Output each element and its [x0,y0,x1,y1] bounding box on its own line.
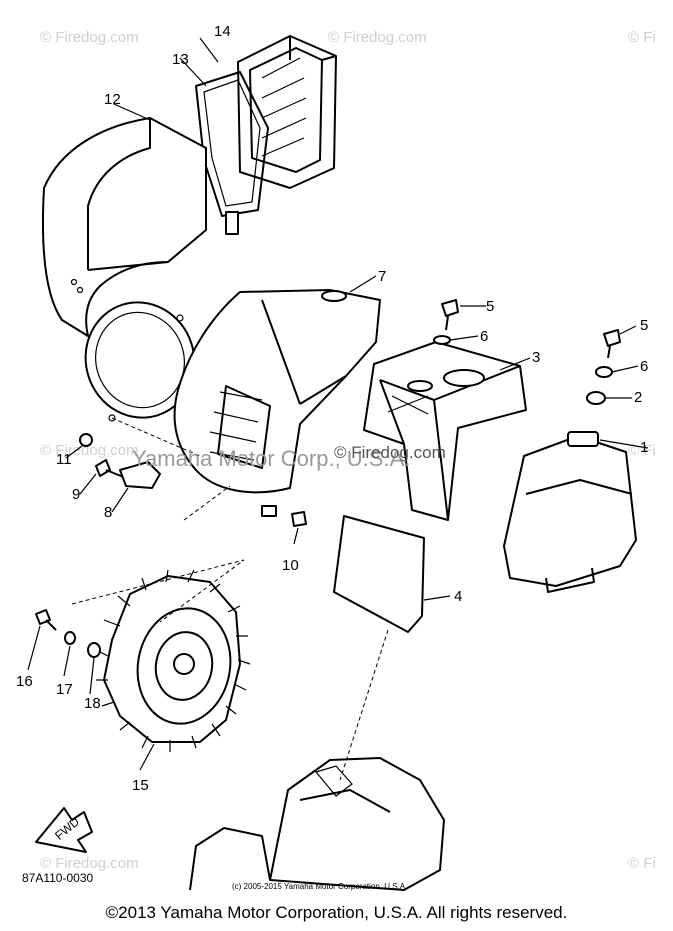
callout-7: 7 [378,268,386,285]
callout-6: 6 [640,358,648,375]
callout-1: 1 [640,439,648,456]
callout-16: 16 [16,673,33,690]
callout-5: 5 [486,298,494,315]
watermark-fragment: © Fi [628,29,656,46]
engine-outline [189,757,445,891]
part-15-flywheel-fan [95,569,251,752]
part-1-cover [503,431,637,593]
watermark-fragment: © Fi [628,855,656,872]
callout-11: 11 [56,451,72,468]
watermark-center-text: Yamaha Motor Corp., U.S.A. [132,446,410,471]
callout-15: 15 [132,777,149,794]
watermark-site: © Firedog.com [40,855,139,872]
watermark-site: © Firedog.com [40,442,139,459]
watermark-center-brand: © Firedog.com [334,443,446,462]
callout-6: 6 [480,328,488,345]
callout-2: 2 [634,389,642,406]
small-hardware [35,299,621,658]
part-14-filter-box [237,35,337,189]
callout-12: 12 [104,91,121,108]
small-copyright: (c) 2005-2015 Yamaha Motor Corporation, … [232,882,407,891]
callout-8: 8 [104,504,112,521]
footer-copyright: ©2013 Yamaha Motor Corporation, U.S.A. A… [105,903,568,922]
fwd-arrow: FWD [35,807,93,853]
watermark-site: © Firedog.com [40,29,139,46]
callout-17: 17 [56,681,73,698]
center-watermark: Yamaha Motor Corp., U.S.A. © Firedog.com [132,443,446,471]
callout-10: 10 [282,557,299,574]
callout-9: 9 [72,486,80,503]
callout-5: 5 [640,317,648,334]
part-3-bracket [363,341,527,521]
callout-18: 18 [84,695,101,712]
callout-4: 4 [454,588,462,605]
callout-3: 3 [532,349,540,366]
callout-14: 14 [214,23,231,40]
callout-13: 13 [172,51,189,68]
part-12-fan-shroud [41,117,207,422]
callout-layer: 1 2 3 4 5 5 6 6 7 8 9 10 11 12 13 14 15 … [16,23,648,794]
part-4-plate [333,515,425,633]
part-7-fan-housing [173,289,381,517]
leader-lines [27,37,649,781]
diagram-code: 87A110-0030 [22,871,94,885]
watermark-site: © Firedog.com [328,29,427,46]
